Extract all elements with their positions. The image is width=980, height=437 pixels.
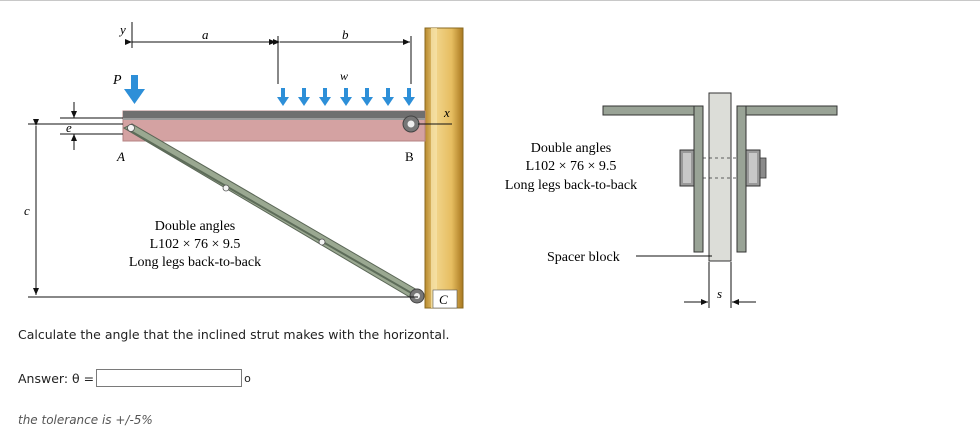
column xyxy=(424,27,464,309)
detail-caption-line2: L102 × 76 × 9.5 xyxy=(526,159,617,174)
detail-caption-line3: Long legs back-to-back xyxy=(505,178,637,193)
pin-c xyxy=(409,288,425,304)
strut-caption-line3: Long legs back-to-back xyxy=(129,255,261,270)
x-label: x xyxy=(443,105,450,120)
answer-label: Answer: θ = xyxy=(18,370,95,386)
dimension-c xyxy=(28,119,418,298)
truss-figure: y a b P w x e c A B xyxy=(24,22,838,309)
point-b-label: B xyxy=(405,149,414,164)
point-c-box xyxy=(432,289,458,309)
distributed-load-arrows xyxy=(277,88,415,106)
p-label: P xyxy=(112,73,122,88)
y-label: y xyxy=(118,22,126,37)
question-text: Calculate the angle that the inclined st… xyxy=(18,327,450,342)
a-label: a xyxy=(202,27,209,42)
tolerance-note: the tolerance is +/-5% xyxy=(18,413,153,427)
detail-caption-line1: Double angles xyxy=(531,141,611,156)
c-label: c xyxy=(24,203,30,218)
strut-caption-line1: Double angles xyxy=(155,219,235,234)
e-label: e xyxy=(66,120,72,135)
answer-input[interactable] xyxy=(96,369,243,387)
point-c-label: C xyxy=(439,292,448,307)
top-border xyxy=(0,0,980,1)
strut-caption-line2: L102 × 76 × 9.5 xyxy=(150,237,241,252)
degree-unit: o xyxy=(244,372,251,385)
cross-section-detail xyxy=(602,92,838,308)
answer-row: Answer: θ = o xyxy=(18,368,251,388)
spacer-block-label: Spacer block xyxy=(547,250,620,265)
inclined-strut xyxy=(122,123,425,303)
load-p-arrow xyxy=(124,75,145,104)
s-label: s xyxy=(717,286,722,301)
pin-b xyxy=(402,115,420,133)
dimension-ab xyxy=(125,36,412,84)
dimension-e xyxy=(60,102,123,150)
point-a-label: A xyxy=(116,149,125,164)
w-label: w xyxy=(340,69,348,83)
beam xyxy=(122,110,426,142)
b-label: b xyxy=(342,27,349,42)
